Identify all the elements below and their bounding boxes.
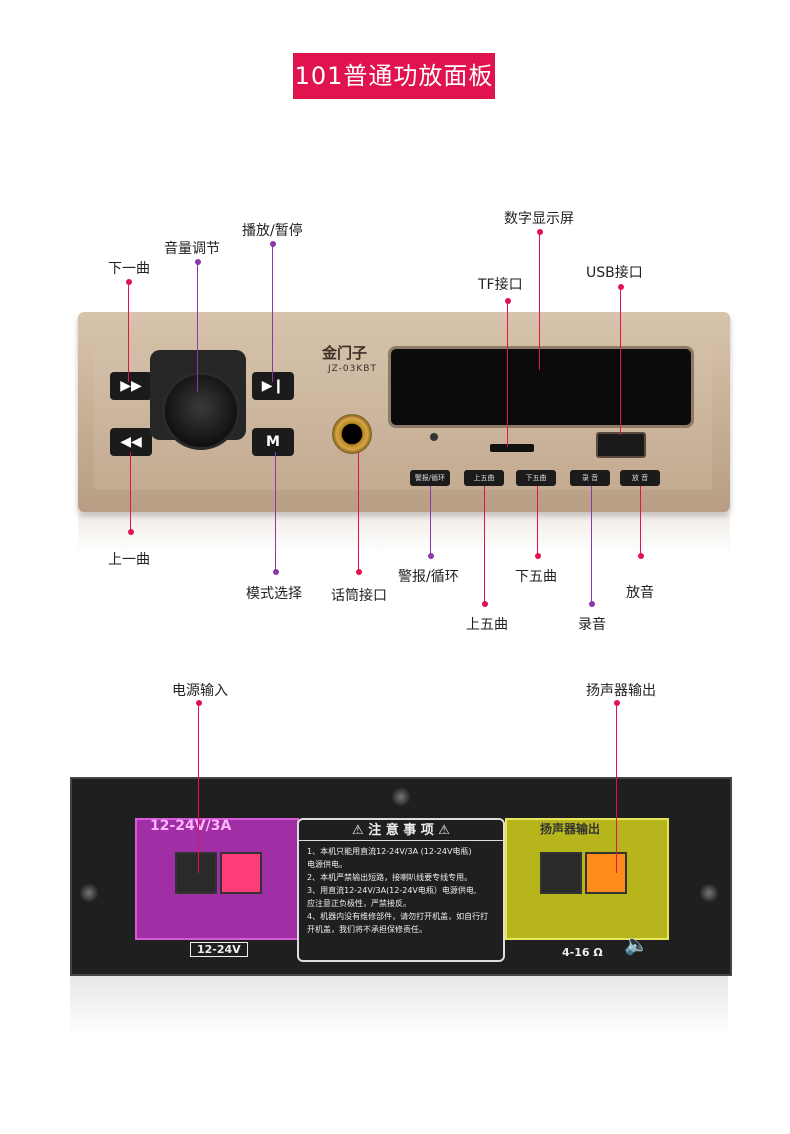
callout-dot <box>195 259 201 265</box>
callout-dot <box>535 553 541 559</box>
label-prev-track: 上一曲 <box>108 552 150 568</box>
callout-line <box>620 287 621 435</box>
label-mode: 模式选择 <box>246 586 302 602</box>
label-tf: TF接口 <box>478 277 523 293</box>
callout-dot <box>505 298 511 304</box>
label-display: 数字显示屏 <box>504 211 574 227</box>
notice-line: 4、机器内没有维修部件，请勿打开机盖，如自行打 <box>307 912 489 921</box>
label-play-back: 放音 <box>626 585 654 601</box>
alarm-loop-button[interactable]: 警报/循环 <box>410 470 450 486</box>
callout-line <box>591 486 592 602</box>
speaker-title: 扬声器输出 <box>540 822 601 836</box>
play-pause-button[interactable]: ▶❙ <box>252 372 294 400</box>
callout-dot <box>638 553 644 559</box>
notice-panel: ⚠ 注 意 事 项 ⚠ 1、本机只能用直流12-24V/3A (12-24V电瓶… <box>297 818 505 962</box>
next-five-button[interactable]: 下五曲 <box>516 470 556 486</box>
ir-sensor <box>430 433 438 441</box>
label-record: 录音 <box>578 617 606 633</box>
callout-dot <box>589 601 595 607</box>
label-speaker-output: 扬声器输出 <box>586 683 656 699</box>
notice-line: 应注意正负极性，严禁接反。 <box>307 899 411 908</box>
power-terminal-negative <box>175 852 217 894</box>
volume-knob[interactable] <box>162 372 240 450</box>
callout-dot <box>618 284 624 290</box>
front-panel-reflection <box>78 514 730 554</box>
callout-line <box>128 282 129 382</box>
brand-logo: 金门子 <box>322 344 368 362</box>
callout-line <box>539 232 540 370</box>
label-power-input: 电源输入 <box>172 683 228 699</box>
callout-dot <box>356 569 362 575</box>
callout-dot <box>482 601 488 607</box>
callout-dot <box>428 553 434 559</box>
label-alarm-loop: 警报/循环 <box>398 569 459 585</box>
mode-button[interactable]: M <box>252 428 294 456</box>
label-play-pause: 播放/暂停 <box>242 223 303 239</box>
label-prev-five: 上五曲 <box>466 617 508 633</box>
callout-dot <box>537 229 543 235</box>
callout-line <box>640 486 641 554</box>
prev-track-button[interactable]: ◀◀ <box>110 428 152 456</box>
callout-line <box>130 452 131 530</box>
power-spec: 12-24V/3A <box>150 818 232 834</box>
callout-dot <box>128 529 134 535</box>
page-title: 101普通功放面板 <box>293 53 495 99</box>
label-next-track: 下一曲 <box>108 261 150 277</box>
notice-line: 电源供电。 <box>307 860 347 869</box>
callout-line <box>275 452 276 570</box>
callout-line <box>616 703 617 873</box>
screw-icon <box>80 884 98 902</box>
back-panel-reflection <box>70 976 728 1036</box>
callout-dot <box>270 241 276 247</box>
power-terminal-positive <box>220 852 262 894</box>
callout-line <box>484 486 485 602</box>
callout-dot <box>126 279 132 285</box>
label-mic: 话筒接口 <box>331 588 387 604</box>
callout-dot <box>196 700 202 706</box>
digital-display <box>388 346 694 428</box>
prev-five-button[interactable]: 上五曲 <box>464 470 504 486</box>
notice-title: ⚠ 注 意 事 项 ⚠ <box>299 824 503 841</box>
impedance-label: 4-16 Ω <box>562 946 603 959</box>
screw-icon <box>392 788 410 806</box>
callout-line <box>272 244 273 382</box>
speaker-icon: 🔈 <box>624 932 649 956</box>
notice-line: 3、用直流12-24V/3A(12-24V电瓶）电源供电, <box>307 886 477 895</box>
model-number: JZ-03KBT <box>328 364 377 374</box>
notice-line: 开机盖，我们将不承担保修责任。 <box>307 925 427 934</box>
usb-port <box>596 432 646 458</box>
notice-line: 2、本机严禁输出短路，接喇叭线要专线专用。 <box>307 873 473 882</box>
power-input-block <box>135 818 299 940</box>
callout-line <box>537 486 538 554</box>
tf-slot <box>490 444 534 452</box>
label-usb: USB接口 <box>586 265 643 281</box>
callout-line <box>507 301 508 447</box>
play-back-button[interactable]: 放 音 <box>620 470 660 486</box>
callout-line <box>430 486 431 554</box>
power-box-label: 12-24V <box>190 942 248 957</box>
screw-icon <box>700 884 718 902</box>
callout-line <box>197 262 198 392</box>
callout-dot <box>273 569 279 575</box>
callout-line <box>358 452 359 570</box>
label-next-five: 下五曲 <box>515 569 557 585</box>
callout-dot <box>614 700 620 706</box>
next-track-button[interactable]: ▶▶ <box>110 372 152 400</box>
mic-jack <box>332 414 372 454</box>
speaker-terminal-positive <box>585 852 627 894</box>
record-button[interactable]: 录 音 <box>570 470 610 486</box>
speaker-terminal-negative <box>540 852 582 894</box>
label-volume: 音量调节 <box>164 241 220 257</box>
callout-line <box>198 703 199 873</box>
notice-line: 1、本机只能用直流12-24V/3A (12-24V电瓶) <box>307 847 472 856</box>
